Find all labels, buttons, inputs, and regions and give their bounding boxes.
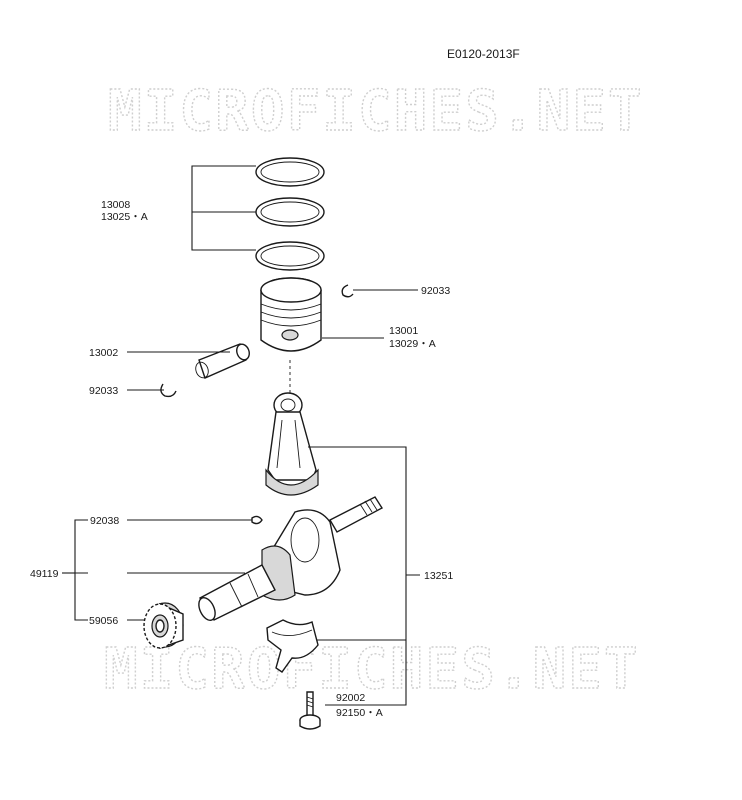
label-piston-pin: 13002 bbox=[89, 347, 118, 359]
connecting-rod[interactable] bbox=[265, 392, 319, 496]
label-crankshaft: 49119 bbox=[30, 568, 59, 580]
label-circlip-left: 92033 bbox=[89, 385, 118, 397]
circlip-right[interactable] bbox=[341, 284, 354, 298]
label-circlip-right: 92033 bbox=[421, 285, 450, 297]
diagram-code: E0120-2013F bbox=[447, 47, 520, 61]
watermark-bottom: MICROFICHES.NET bbox=[104, 637, 640, 702]
label-rod-bolt-2: 92150・A bbox=[336, 707, 383, 719]
label-woodruff-key: 92038 bbox=[90, 515, 119, 527]
piston-pin[interactable] bbox=[194, 342, 252, 379]
watermark-top: MICROFICHES.NET bbox=[108, 79, 644, 144]
label-rod-bolt-1: 92002 bbox=[336, 692, 365, 704]
piston-rings[interactable] bbox=[255, 157, 325, 271]
woodruff-key[interactable] bbox=[251, 515, 263, 525]
label-piston-1: 13001 bbox=[389, 325, 418, 337]
crankshaft[interactable] bbox=[196, 496, 383, 623]
label-gear: 59056 bbox=[89, 615, 118, 627]
label-connecting-rod: 13251 bbox=[424, 570, 453, 582]
rod-bolt[interactable] bbox=[299, 691, 321, 730]
piston[interactable] bbox=[260, 277, 322, 352]
label-piston-2: 13029・A bbox=[389, 338, 436, 350]
circlip-left[interactable] bbox=[160, 383, 177, 398]
rod-cap[interactable] bbox=[266, 619, 319, 673]
label-piston-ring-1: 13008 bbox=[101, 199, 130, 211]
crank-gear[interactable] bbox=[143, 602, 184, 649]
label-piston-ring-2: 13025・A bbox=[101, 211, 148, 223]
